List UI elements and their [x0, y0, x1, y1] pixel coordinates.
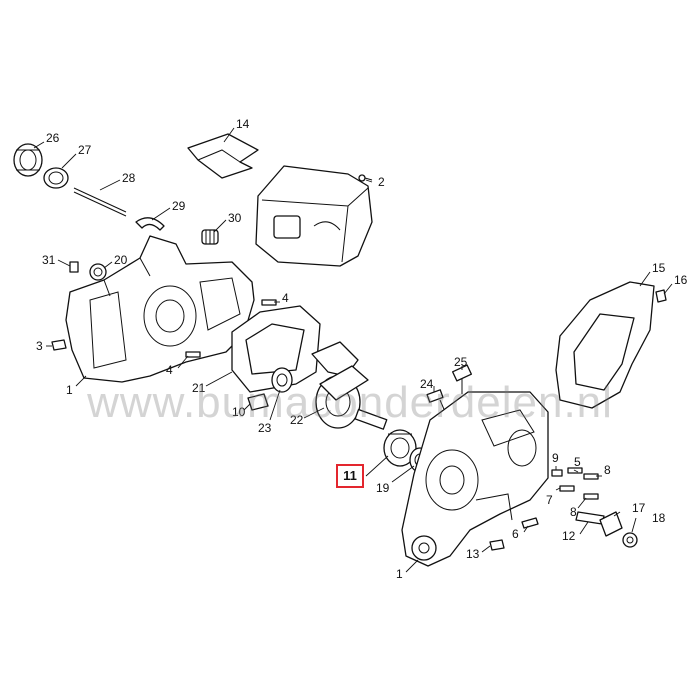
- part-6-screw: [521, 517, 539, 529]
- callout-1a: 1: [66, 383, 73, 397]
- callout-5: 5: [574, 455, 581, 469]
- part-16-screw: [655, 289, 667, 303]
- part-8-pin-lower: [583, 493, 599, 500]
- callout-labels: 14 26 27 28 29 30 2 20 31 15 16 4 3 4 1 …: [36, 117, 688, 581]
- part-21-gasket: [231, 305, 321, 393]
- part-29-clip: [135, 217, 165, 231]
- callout-4b: 4: [166, 363, 173, 377]
- callout-15: 15: [652, 261, 666, 275]
- callout-25: 25: [454, 355, 468, 369]
- callout-2: 2: [378, 175, 385, 189]
- part-22-crankshaft: [311, 341, 388, 430]
- callout-13: 13: [466, 547, 480, 561]
- callout-31: 31: [42, 253, 56, 267]
- part-13-screw: [489, 539, 505, 551]
- callout-9: 9: [552, 451, 559, 465]
- part-10-needle-cage: [247, 393, 269, 411]
- part-17-bracket: [599, 511, 623, 537]
- part-1-left-crankcase: [65, 235, 255, 383]
- callout-6: 6: [512, 527, 519, 541]
- callout-16: 16: [674, 273, 688, 287]
- part-1-right-crankcase: [401, 391, 549, 567]
- callout-23: 23: [258, 421, 272, 435]
- part-23-bearing: [271, 367, 293, 393]
- part-3-screw: [51, 339, 67, 351]
- callout-4a: 4: [282, 291, 289, 305]
- callout-30: 30: [228, 211, 242, 225]
- callout-8a: 8: [604, 463, 611, 477]
- part-20-seal: [89, 263, 107, 281]
- callout-24: 24: [420, 377, 434, 391]
- callout-27: 27: [78, 143, 92, 157]
- callout-19: 19: [376, 481, 390, 495]
- part-7-pin: [559, 485, 575, 492]
- callout-22: 22: [290, 413, 304, 427]
- part-15-cover: [555, 281, 655, 409]
- part-28-rod: [73, 187, 127, 217]
- part-14-plate: [187, 133, 259, 179]
- part-26-pulley: [13, 143, 43, 177]
- callout-7: 7: [546, 493, 553, 507]
- callout-29: 29: [172, 199, 186, 213]
- part-9-pin: [551, 469, 563, 477]
- part-25-fitting: [451, 364, 473, 394]
- part-30-grommet: [201, 229, 219, 245]
- callout-3: 3: [36, 339, 43, 353]
- callout-1b: 1: [396, 567, 403, 581]
- callout-26: 26: [46, 131, 60, 145]
- part-8-pin-upper: [583, 473, 599, 480]
- part-4-pin-lower: [185, 351, 201, 358]
- part-18-nut: [622, 532, 638, 548]
- part-31-screw: [69, 261, 79, 273]
- callout-18: 18: [652, 511, 666, 525]
- part-11-ball-bearing: [383, 429, 417, 467]
- part-12-bolt: [575, 511, 605, 525]
- callout-14: 14: [236, 117, 250, 131]
- callout-8b: 8: [570, 505, 577, 519]
- part-4-pin-upper: [261, 299, 277, 306]
- part-2-shroud: [255, 165, 373, 267]
- callout-12: 12: [562, 529, 576, 543]
- highlighted-part-11-callout: 11: [336, 464, 364, 488]
- part-27-ring: [43, 167, 69, 189]
- callout-20: 20: [114, 253, 128, 267]
- callout-21: 21: [192, 381, 206, 395]
- callout-28: 28: [122, 171, 136, 185]
- callout-10: 10: [232, 405, 246, 419]
- leader-lines: [33, 127, 673, 573]
- callout-17: 17: [632, 501, 646, 515]
